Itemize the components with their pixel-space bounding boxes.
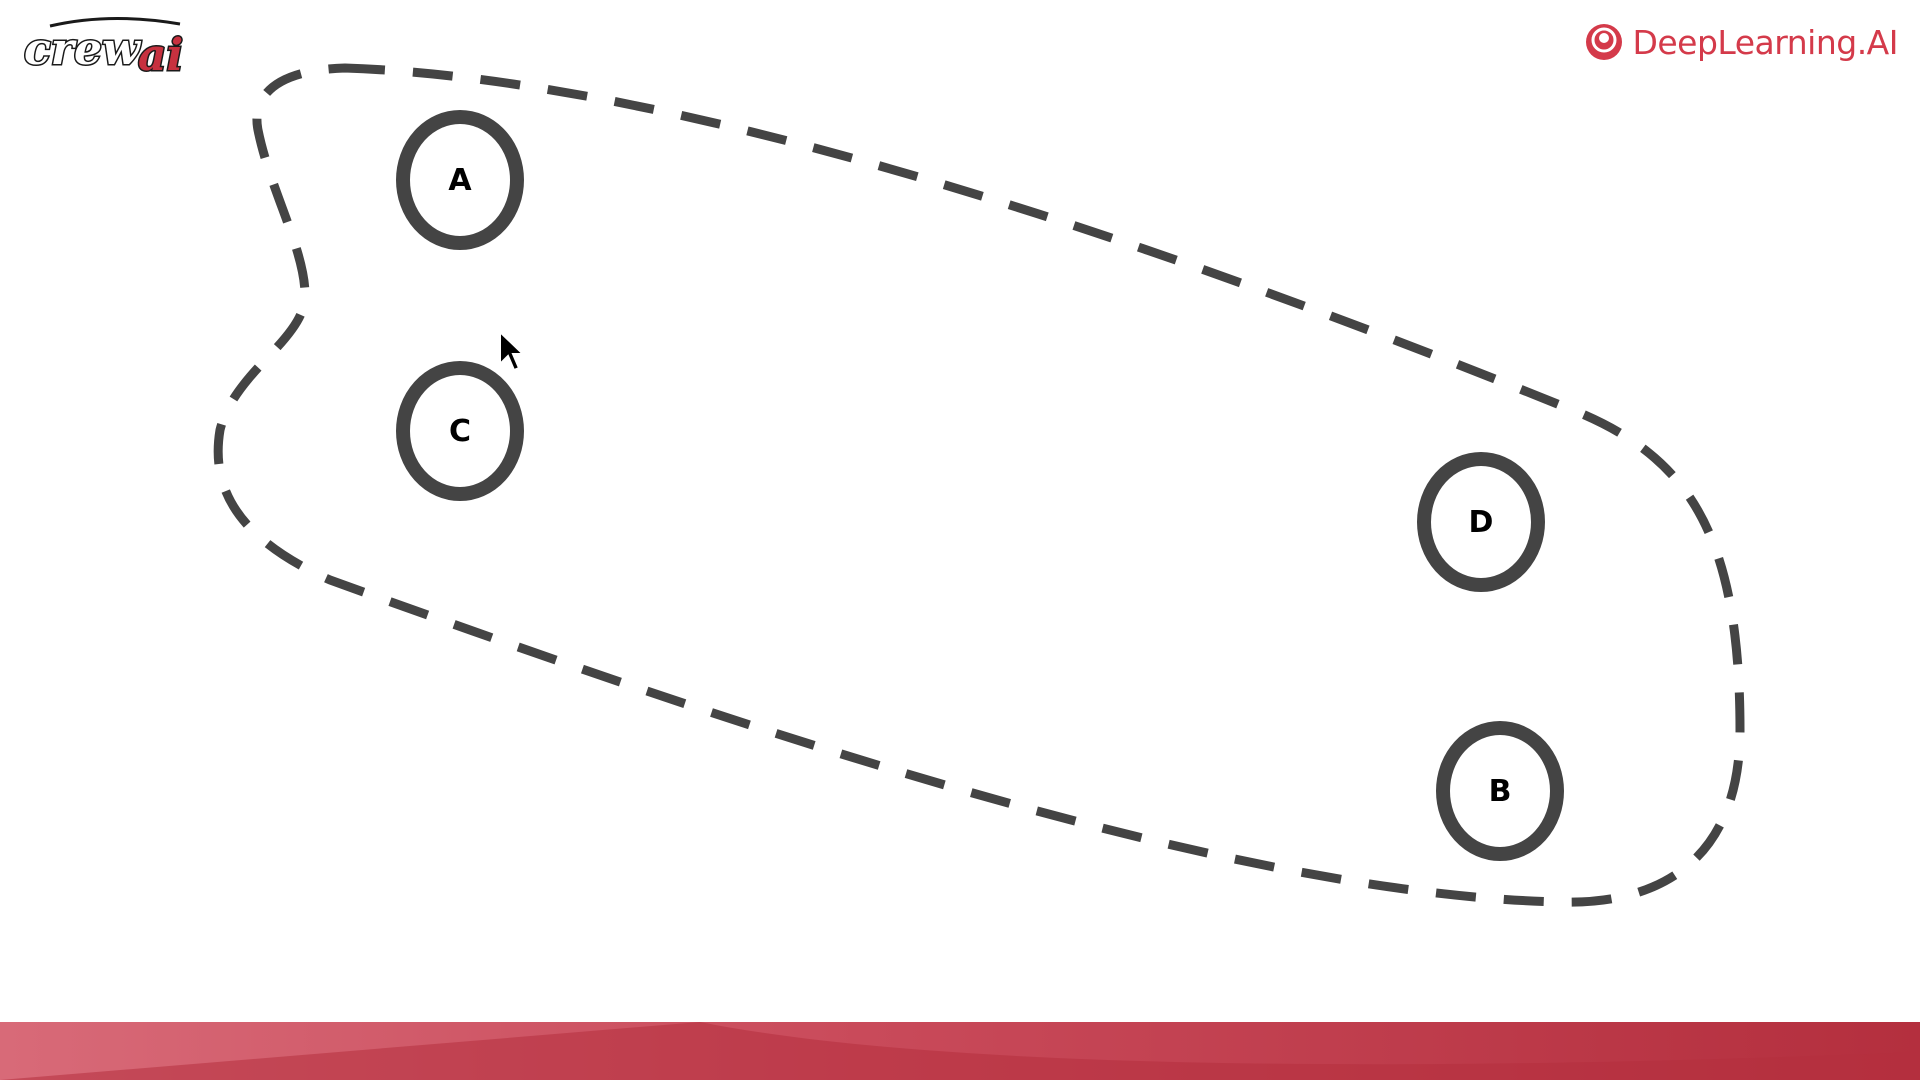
dashed-group-boundary — [213, 63, 1745, 907]
crewai-logo: crew ai — [23, 17, 185, 80]
node-d: D — [1417, 452, 1545, 592]
node-b: B — [1436, 721, 1564, 861]
node-circle — [396, 361, 524, 501]
node-label: C — [449, 414, 471, 449]
svg-text:ai: ai — [138, 30, 183, 80]
node-circle — [396, 110, 524, 250]
deeplearning-logo: DeepLearning.AI — [1584, 20, 1898, 64]
deeplearning-icon — [1586, 24, 1623, 60]
node-circle — [1417, 452, 1545, 592]
node-a: A — [396, 110, 524, 250]
deeplearning-wordmark: DeepLearning.AI — [1632, 22, 1898, 62]
footer-band — [0, 1022, 1920, 1080]
node-label: D — [1469, 505, 1494, 540]
svg-text:crew: crew — [24, 24, 142, 75]
node-label: B — [1489, 774, 1512, 809]
node-circle — [1436, 721, 1564, 861]
mouse-pointer-icon — [499, 330, 524, 372]
nodes-layer: A C D B — [396, 110, 1564, 861]
node-label: A — [448, 163, 472, 198]
node-c: C — [396, 361, 524, 501]
